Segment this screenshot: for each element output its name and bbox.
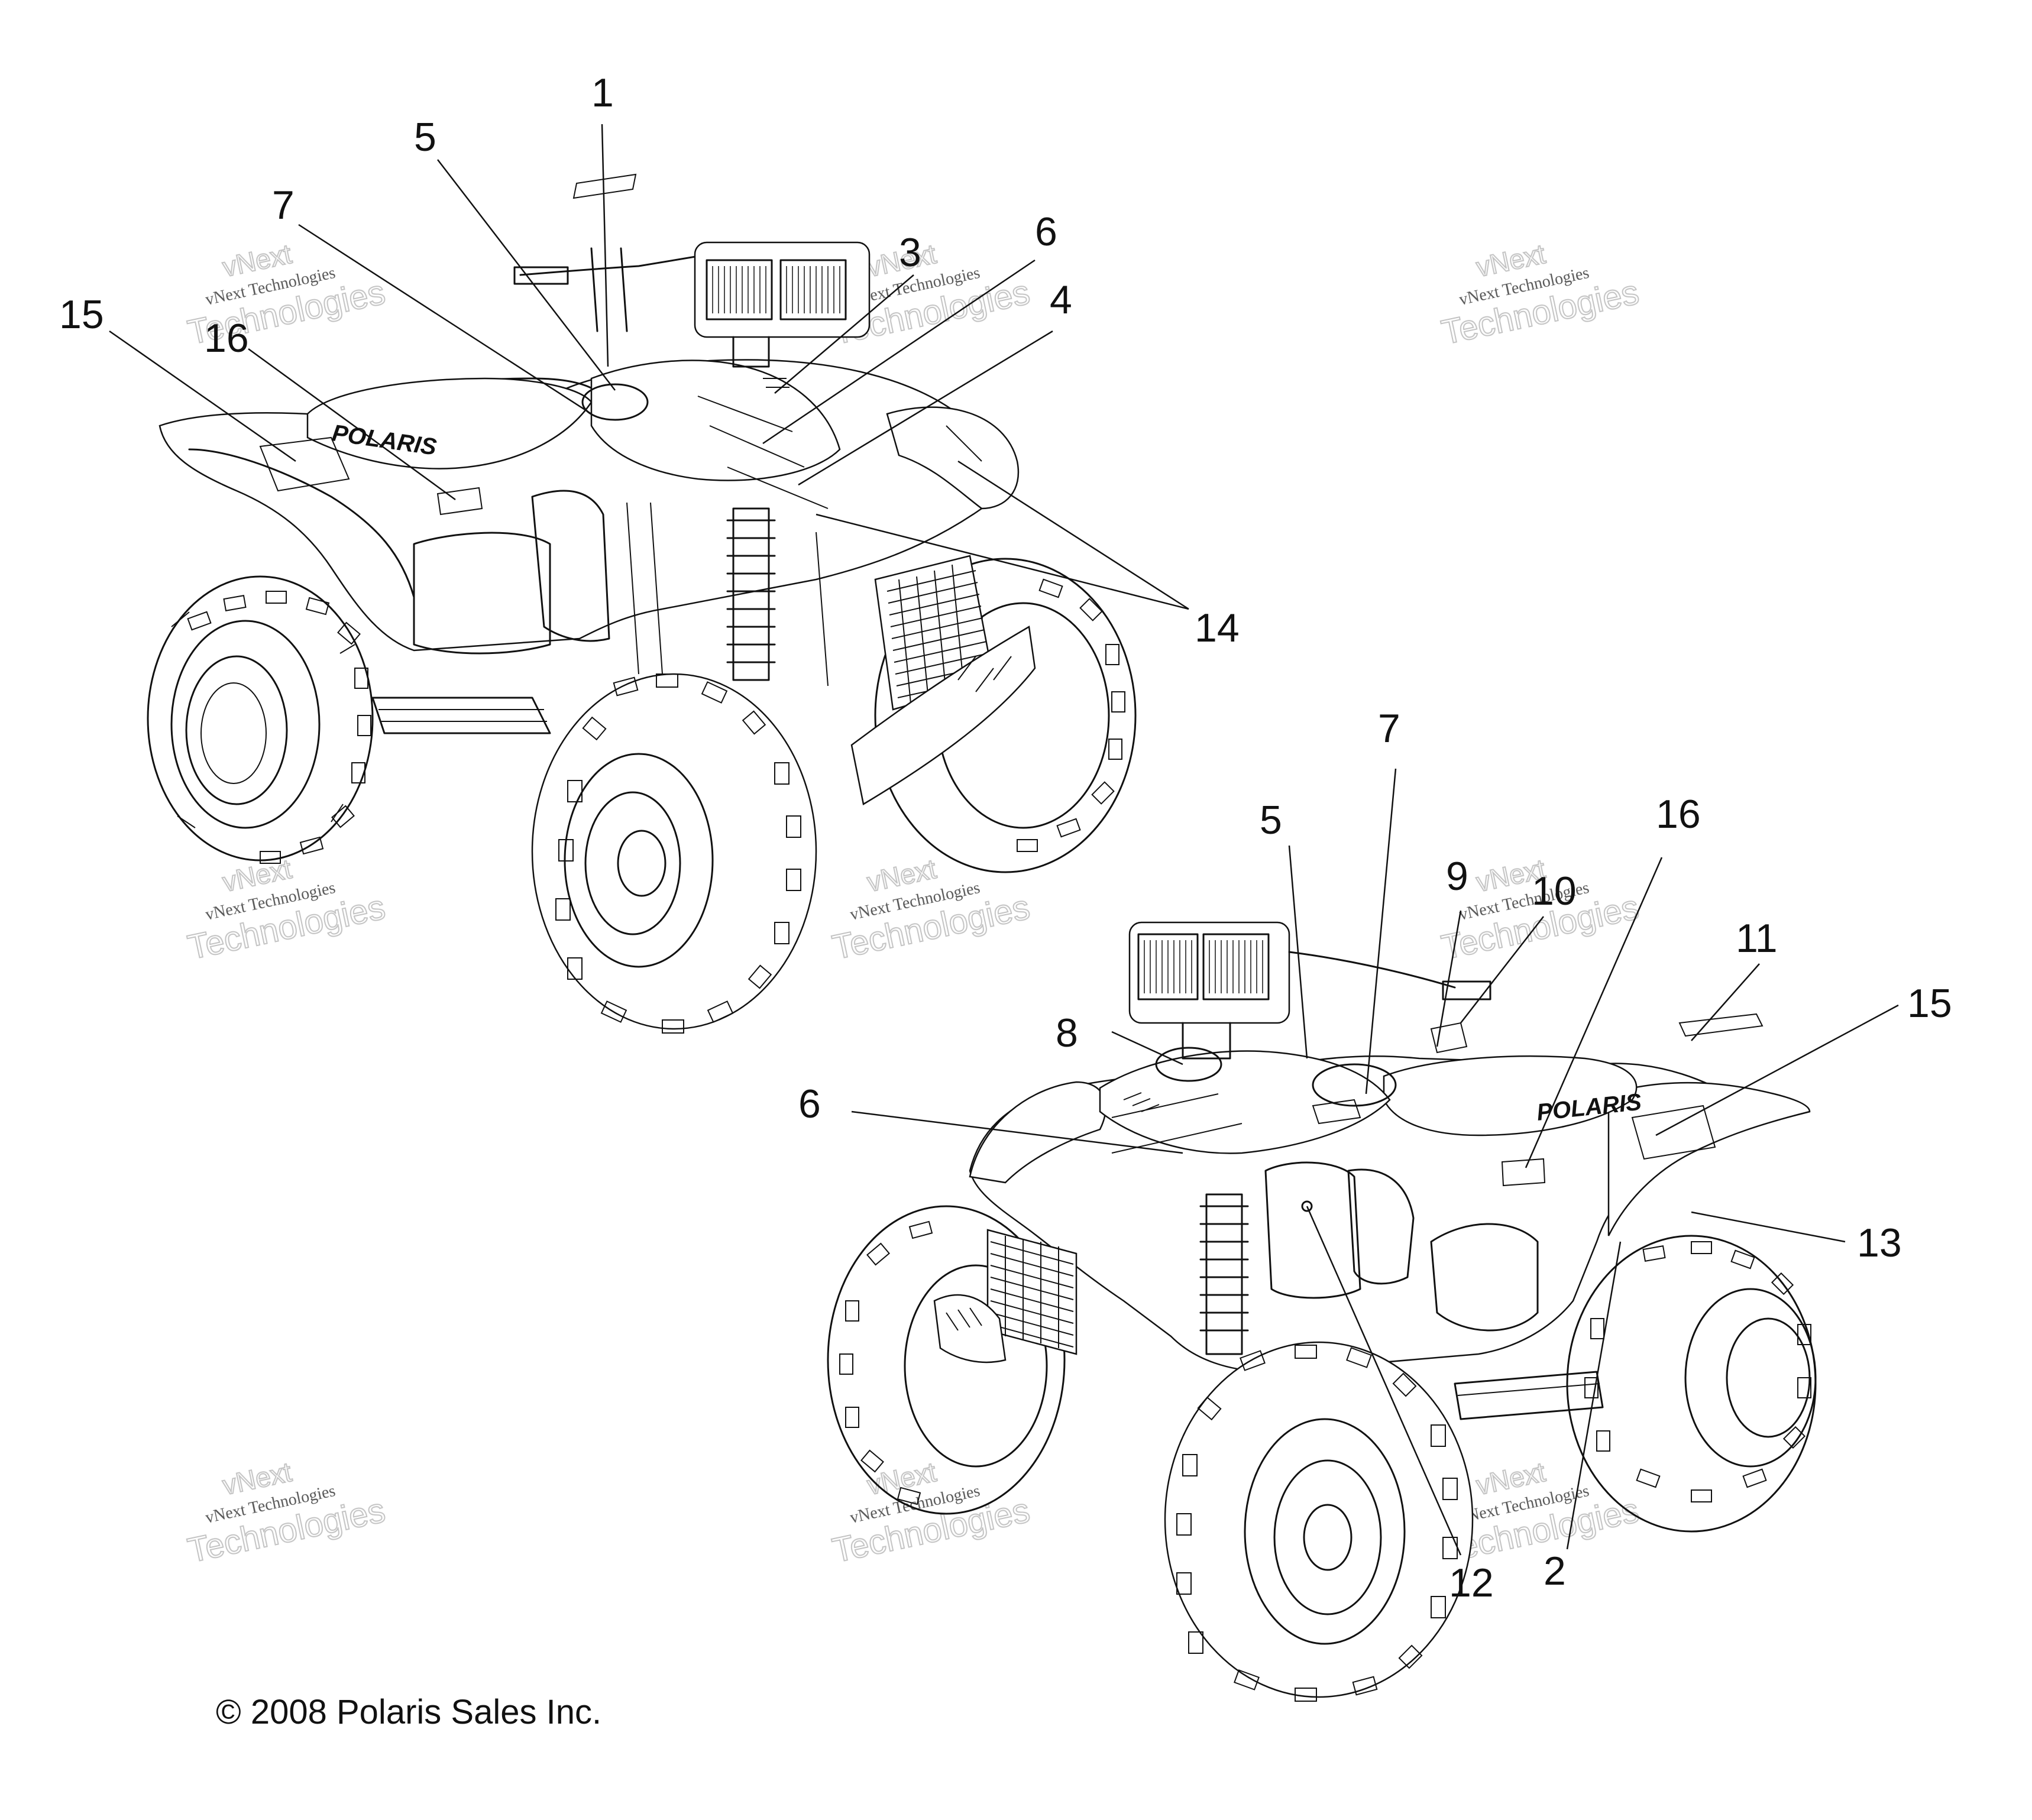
callout-7-lower: 7 xyxy=(1378,706,1400,751)
watermark: vNext vNext Technologies Technologies xyxy=(1438,238,1643,353)
body-upper: POLARIS xyxy=(158,241,1036,1034)
callout-11: 11 xyxy=(1736,916,1778,961)
callout-3: 3 xyxy=(899,230,921,275)
watermark: vNext vNext Technologies Technologies xyxy=(829,853,1034,968)
watermark: vNext vNext Technologies Technologies xyxy=(184,1456,389,1571)
front-near-wheel-lower xyxy=(1164,1341,1474,1702)
callout-14: 14 xyxy=(1195,605,1240,650)
callout-12: 12 xyxy=(1449,1560,1494,1605)
rear-wheel-lower xyxy=(1566,1235,1817,1533)
callouts-lower: 7 5 16 9 10 11 15 8 6 13 12 2 xyxy=(798,706,1952,1605)
callouts-upper: 1 5 7 15 16 3 6 4 14 xyxy=(59,70,1240,650)
callout-16: 16 xyxy=(204,316,249,361)
watermark: vNext vNext Technologies Technologies xyxy=(829,1456,1034,1571)
callout-2: 2 xyxy=(1544,1549,1566,1594)
shock-upper xyxy=(726,507,776,681)
callout-5-lower: 5 xyxy=(1260,798,1282,843)
callout-15-lower: 15 xyxy=(1907,981,1952,1026)
atv-upper-view: POLARIS xyxy=(147,241,1137,1034)
callout-1: 1 xyxy=(591,70,614,115)
callout-4: 4 xyxy=(1050,277,1072,322)
callout-15: 15 xyxy=(59,292,104,337)
leader-lines xyxy=(109,124,1899,1556)
shock-lower xyxy=(1199,1193,1249,1355)
grille-slots-upper xyxy=(886,564,992,704)
callout-10: 10 xyxy=(1532,869,1577,914)
watermark: vNext vNext Technologies Technologies xyxy=(829,238,1034,353)
copyright-text: © 2008 Polaris Sales Inc. xyxy=(216,1693,601,1731)
callout-6-lower: 6 xyxy=(798,1081,821,1126)
callout-9: 9 xyxy=(1446,854,1468,899)
watermark: vNext vNext Technologies Technologies xyxy=(184,853,389,968)
callout-6: 6 xyxy=(1035,209,1057,254)
callout-16-lower: 16 xyxy=(1656,792,1701,837)
grille-slots-lower xyxy=(990,1236,1074,1348)
callout-13: 13 xyxy=(1857,1220,1902,1265)
callout-8: 8 xyxy=(1056,1011,1078,1055)
front-far-wheel-lower xyxy=(827,1205,1066,1515)
atv-lower-view: POLARIS xyxy=(827,921,1817,1702)
rear-wheel-upper xyxy=(147,575,374,864)
callout-5: 5 xyxy=(414,115,436,160)
front-near-wheel-upper xyxy=(531,673,817,1034)
callout-7: 7 xyxy=(272,183,295,228)
body-lower: POLARIS xyxy=(933,921,1811,1702)
